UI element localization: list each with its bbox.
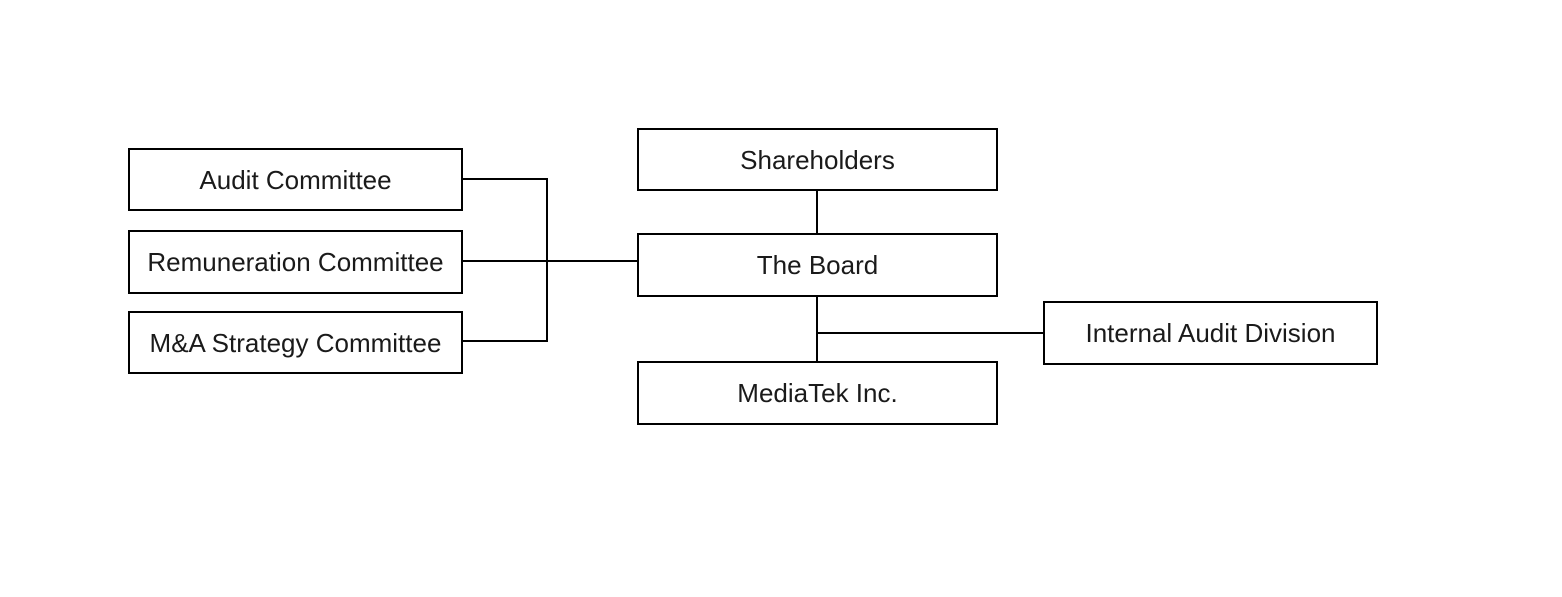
node-audit-committee: Audit Committee — [128, 148, 463, 211]
node-ma-strategy-committee-label: M&A Strategy Committee — [149, 327, 442, 358]
node-the-board-label: The Board — [756, 250, 879, 280]
node-ma-strategy-committee: M&A Strategy Committee — [128, 311, 463, 374]
node-the-board: The Board — [637, 233, 998, 297]
connector-shareholders-to-board — [816, 190, 818, 234]
node-audit-committee-label: Audit Committee — [199, 164, 392, 195]
node-remuneration-committee: Remuneration Committee — [128, 230, 463, 294]
node-shareholders-label: Shareholders — [740, 144, 895, 175]
node-internal-audit-division-label: Internal Audit Division — [1085, 318, 1336, 348]
connector-committees-trunk-vertical — [546, 178, 548, 342]
node-mediatek-inc: MediaTek Inc. — [637, 361, 998, 425]
node-remuneration-committee-label: Remuneration Committee — [147, 247, 444, 277]
connector-remuneration-to-board — [462, 260, 638, 262]
connector-ma-strategy-to-trunk — [462, 340, 548, 342]
connector-board-to-internal-audit — [817, 332, 1043, 334]
node-mediatek-inc-label: MediaTek Inc. — [737, 378, 898, 408]
node-internal-audit-division: Internal Audit Division — [1043, 301, 1378, 365]
connector-board-to-mediatek — [816, 296, 818, 362]
node-shareholders: Shareholders — [637, 128, 998, 191]
connector-audit-committee-to-trunk — [462, 178, 548, 180]
